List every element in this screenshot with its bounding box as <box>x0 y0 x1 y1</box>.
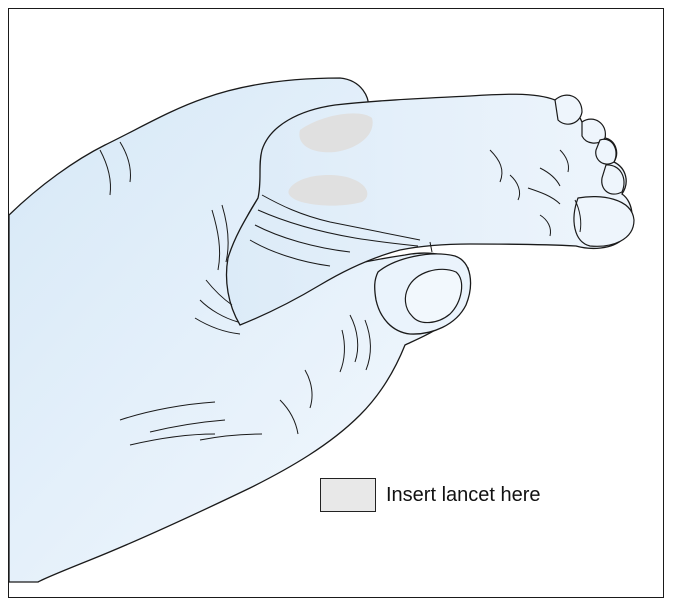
legend: Insert lancet here <box>320 477 541 513</box>
legend-swatch <box>320 478 376 512</box>
legend-label: Insert lancet here <box>386 484 541 507</box>
